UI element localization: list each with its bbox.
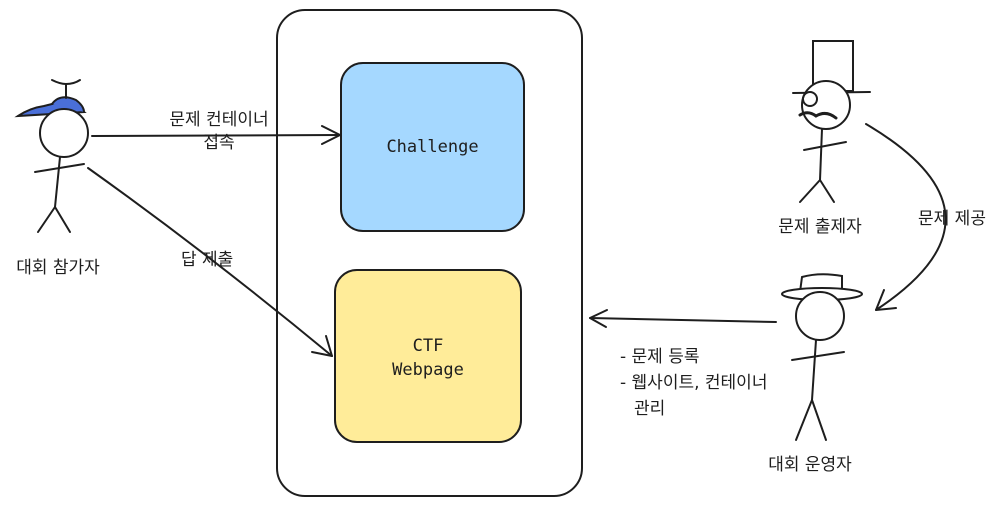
- author-label: 문제 출제자: [778, 217, 862, 237]
- submit-arrow: [87, 167, 333, 357]
- server-container: [276, 9, 583, 497]
- operator-figure-icon: [781, 273, 863, 441]
- provide-arrow: [865, 123, 947, 311]
- webpage-label-line2: Webpage: [392, 360, 464, 380]
- provide-label: 문제 제공: [918, 209, 986, 229]
- challenge-box: [340, 62, 525, 232]
- manage-label-line1: - 문제 등록: [620, 347, 700, 367]
- submit-label: 답 제출: [181, 250, 234, 270]
- submit-arrowhead: [311, 335, 333, 357]
- webpage-label-line1: CTF: [412, 336, 444, 356]
- connect-arrow: [91, 134, 341, 137]
- manage-label-line3: 관리: [634, 399, 666, 419]
- manage-label-line2: - 웹사이트, 컨테이너: [620, 373, 768, 393]
- connect-arrowhead: [321, 125, 341, 145]
- webpage-box: [334, 269, 522, 443]
- connect-label-line1: 문제 컨테이너: [169, 110, 269, 130]
- provide-arrowhead: [875, 289, 897, 311]
- challenge-label: Challenge: [386, 137, 479, 157]
- connect-label-line2: 접속: [203, 133, 235, 153]
- manage-arrowhead: [589, 309, 608, 328]
- participant-figure-icon: [14, 79, 89, 233]
- manage-arrow: [589, 317, 777, 323]
- author-figure-icon: [792, 40, 871, 203]
- operator-label: 대회 운영자: [768, 455, 852, 475]
- participant-label: 대회 참가자: [16, 258, 100, 278]
